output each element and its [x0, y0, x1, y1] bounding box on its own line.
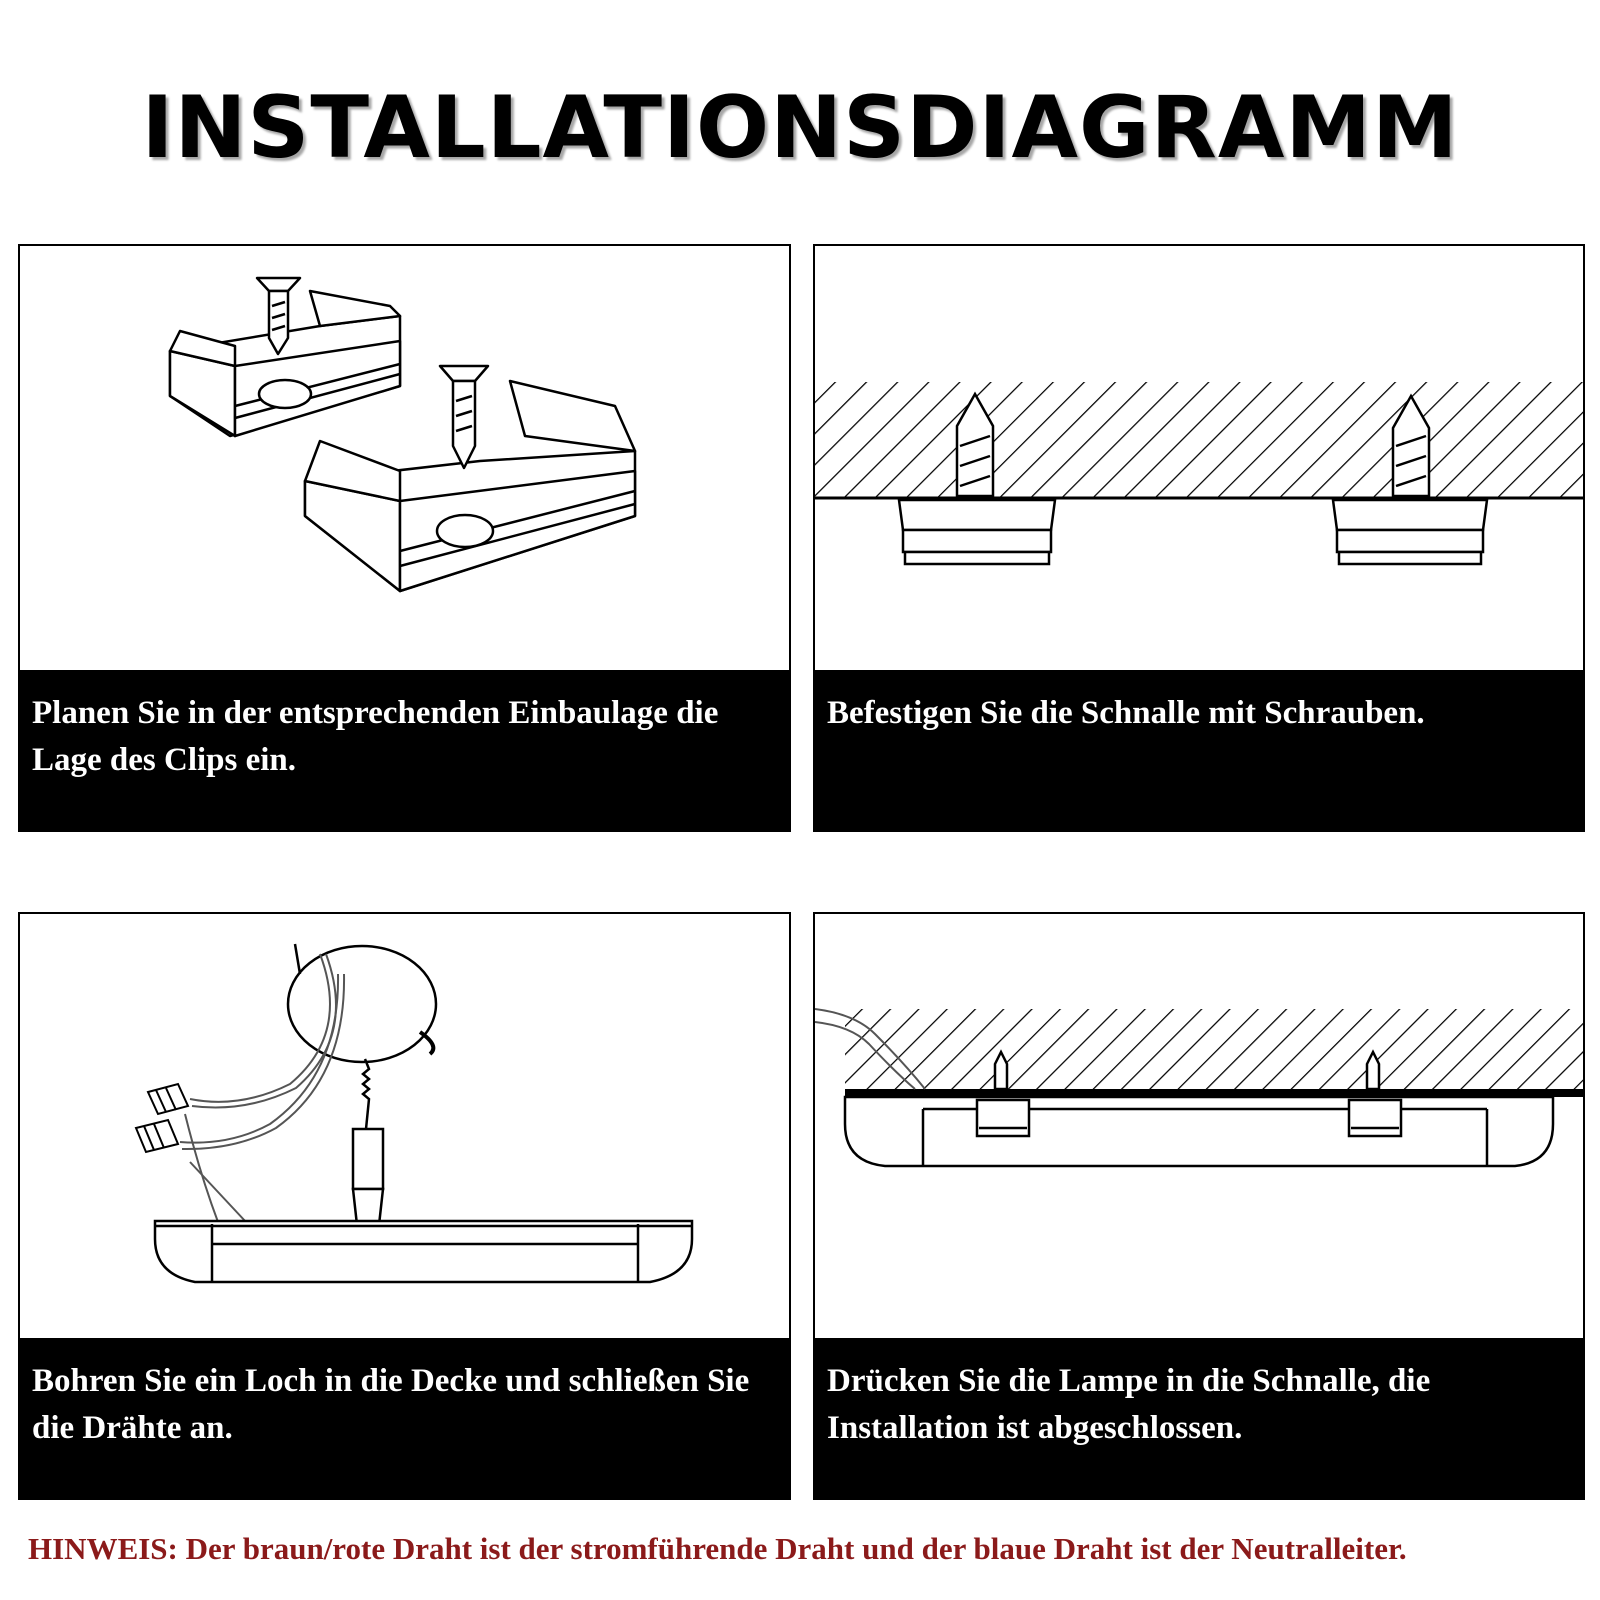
drill-icon	[351, 1058, 385, 1236]
screw-icon	[255, 276, 302, 356]
screw-icon	[993, 1049, 1009, 1091]
mounting-clip-icon	[975, 1098, 1031, 1138]
diagram-title: INSTALLATIONSDIAGRAMM	[141, 78, 1459, 178]
mounting-clip-icon	[303, 379, 637, 593]
step-1-illustration	[20, 246, 789, 674]
wire-connector-icon	[146, 1082, 190, 1116]
ceiling-with-clips-drawing	[815, 382, 1583, 566]
step-3-panel: Bohren Sie ein Loch in die Decke und sch…	[18, 912, 791, 1500]
step-3-illustration	[20, 914, 789, 1342]
screw-icon	[1391, 393, 1431, 498]
step-2-caption: Befestigen Sie die Schnalle mit Schraube…	[815, 670, 1583, 830]
lamp-fixture-icon	[843, 1095, 1555, 1168]
mounting-clip-icon	[168, 289, 402, 438]
ceiling-hatch	[845, 1009, 1583, 1089]
step-4-panel: Drücken Sie die Lampe in die Schnalle, d…	[813, 912, 1585, 1500]
ceiling-hatch	[815, 382, 1583, 498]
clips-and-screws-drawing	[168, 276, 637, 593]
screw-icon	[1365, 1049, 1381, 1091]
step-2-panel: Befestigen Sie die Schnalle mit Schraube…	[813, 244, 1585, 832]
wire-icon	[815, 1008, 926, 1090]
step-1-panel: Planen Sie in der entsprechenden Einbaul…	[18, 244, 791, 832]
mounting-clip-icon	[897, 498, 1057, 566]
installed-lamp-drawing	[815, 1008, 1583, 1168]
wiring-drawing	[134, 943, 694, 1284]
mounting-clip-icon	[1331, 498, 1489, 566]
ceiling-hole-icon	[286, 944, 438, 1064]
step-2-illustration	[815, 246, 1583, 674]
wiring-note: HINWEIS: Der braun/rote Draht ist der st…	[28, 1531, 1407, 1566]
mounting-clip-icon	[1347, 1098, 1403, 1138]
step-3-caption: Bohren Sie ein Loch in die Decke und sch…	[20, 1338, 789, 1498]
step-4-caption: Drücken Sie die Lampe in die Schnalle, d…	[815, 1338, 1583, 1498]
lamp-fixture-icon	[153, 1219, 694, 1284]
screw-icon	[438, 364, 490, 470]
wire-icon	[179, 953, 346, 1223]
screw-icon	[955, 391, 995, 498]
wire-connector-icon	[134, 1118, 180, 1154]
step-1-caption: Planen Sie in der entsprechenden Einbaul…	[20, 670, 789, 830]
step-4-illustration	[815, 914, 1583, 1342]
